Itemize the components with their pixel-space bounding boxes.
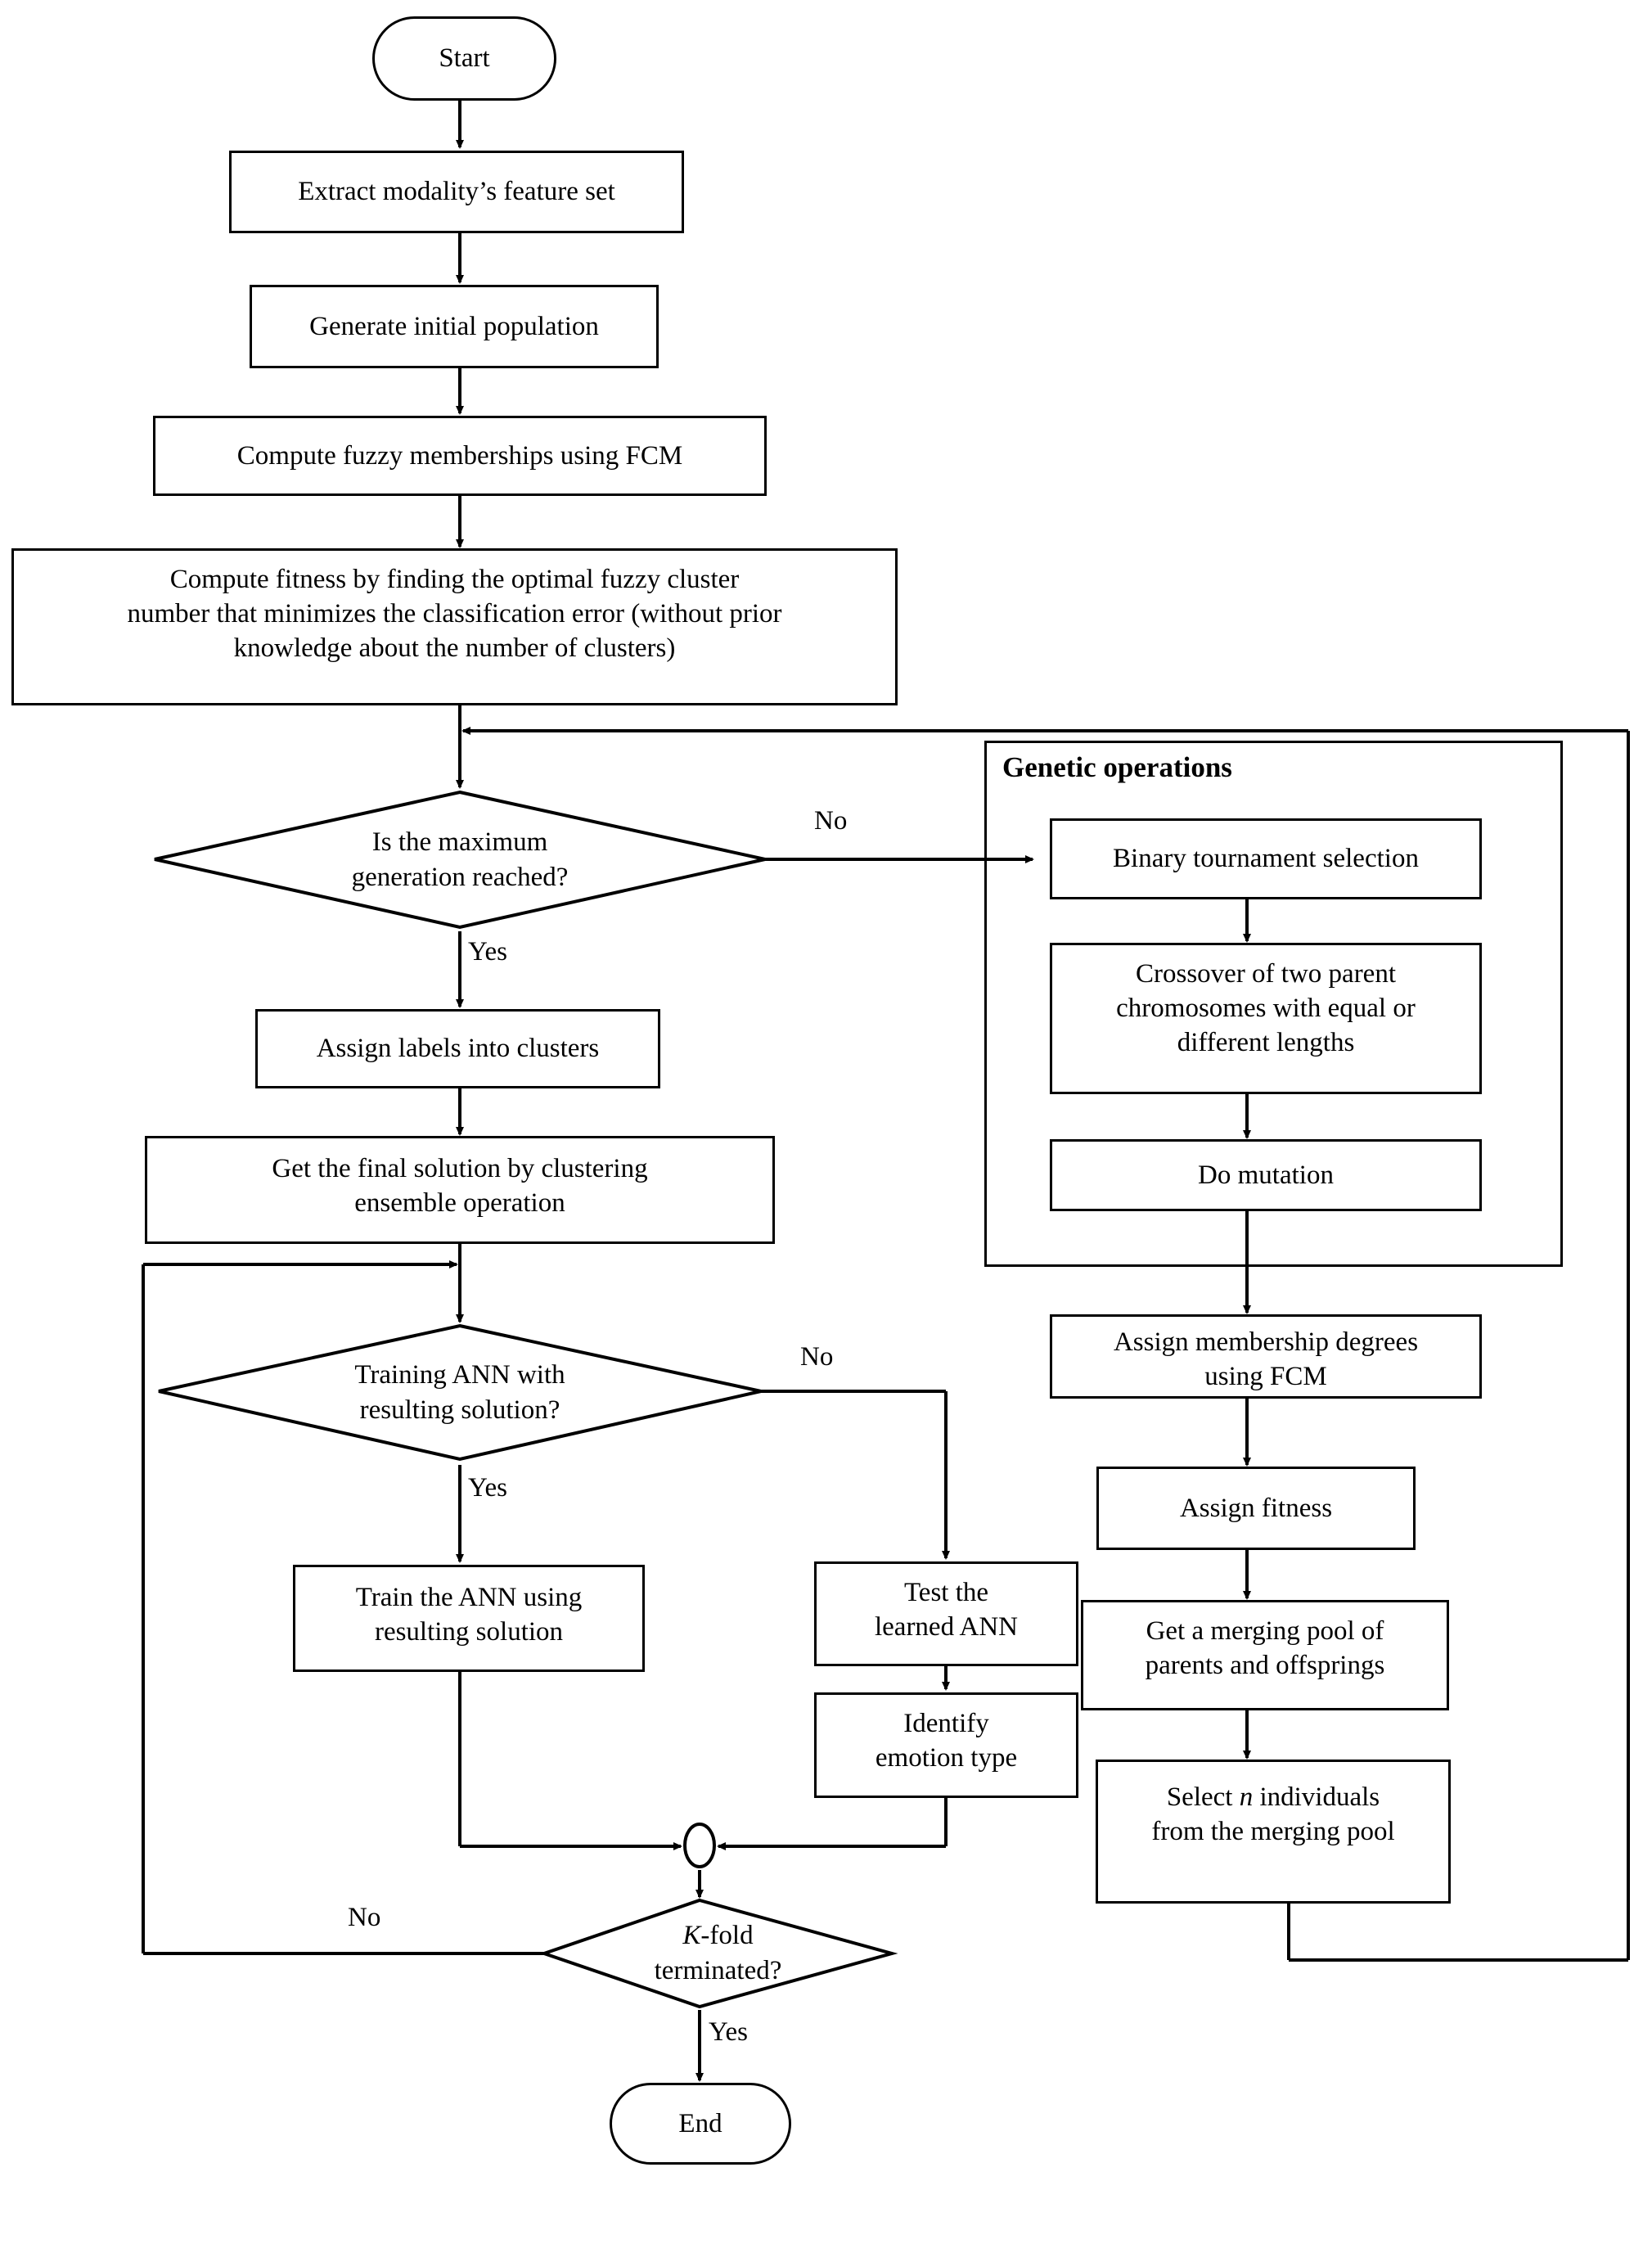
edge-label-maxgen-no: No bbox=[814, 806, 848, 836]
group-genetic-operations bbox=[984, 741, 1563, 1267]
node-assign-fitness[interactable]: Assign fitness bbox=[1096, 1467, 1416, 1550]
node-assignmem-line2: using FCM bbox=[1204, 1362, 1327, 1392]
node-final-line2: ensemble operation bbox=[354, 1188, 565, 1219]
node-fcm-label: Compute fuzzy memberships using FCM bbox=[236, 440, 683, 471]
group-genetic-operations-title: Genetic operations bbox=[1002, 751, 1232, 783]
node-test-line2: learned ANN bbox=[874, 1612, 1019, 1642]
diamond-max-gen-label: Is the maximum generation reached? bbox=[155, 792, 765, 927]
node-extract-feature-set[interactable]: Extract modality’s feature set bbox=[229, 151, 684, 233]
node-select-post: individuals bbox=[1253, 1782, 1380, 1812]
node-assignmem-line1: Assign membership degrees bbox=[1113, 1327, 1419, 1357]
node-compute-fuzzy-memberships[interactable]: Compute fuzzy memberships using FCM bbox=[153, 416, 767, 496]
node-select-n: n bbox=[1239, 1782, 1254, 1812]
node-identify-line2: emotion type bbox=[875, 1743, 1018, 1773]
diamond-kfold-label: K-fold terminated? bbox=[544, 1900, 892, 2007]
node-do-mutation[interactable]: Do mutation bbox=[1050, 1139, 1482, 1211]
node-trainq-line2: resulting solution? bbox=[359, 1395, 560, 1425]
node-maxgen-line1: Is the maximum bbox=[371, 827, 548, 857]
node-trainq-line1: Training ANN with bbox=[354, 1359, 565, 1390]
node-assign-membership-degrees[interactable]: Assign membership degrees using FCM bbox=[1050, 1314, 1482, 1399]
node-end[interactable]: End bbox=[610, 2083, 791, 2165]
node-crossover-line2: chromosomes with equal or bbox=[1116, 994, 1416, 1024]
node-fitness-line2: number that minimizes the classification… bbox=[127, 599, 782, 629]
node-compute-fitness[interactable]: Compute fitness by finding the optimal f… bbox=[11, 548, 898, 705]
node-final-line1: Get the final solution by clustering bbox=[272, 1154, 648, 1183]
node-assign-labels[interactable]: Assign labels into clusters bbox=[255, 1009, 660, 1088]
merge-junction-circle bbox=[683, 1823, 716, 1868]
node-end-label: End bbox=[678, 2108, 722, 2138]
node-train-ann-question[interactable]: Training ANN with resulting solution? bbox=[159, 1326, 761, 1459]
node-select-pre: Select bbox=[1166, 1782, 1240, 1812]
node-final-solution[interactable]: Get the final solution by clustering ens… bbox=[145, 1136, 775, 1244]
edge-label-kfold-yes: Yes bbox=[709, 2017, 749, 2047]
node-crossover-line3: different lengths bbox=[1177, 1028, 1355, 1058]
node-selection-label: Binary tournament selection bbox=[1113, 844, 1419, 874]
node-train-ann[interactable]: Train the ANN using resulting solution bbox=[293, 1565, 645, 1672]
edge-label-trainq-no: No bbox=[800, 1342, 834, 1372]
node-generate-population[interactable]: Generate initial population bbox=[250, 285, 659, 368]
node-binary-tournament-selection[interactable]: Binary tournament selection bbox=[1050, 818, 1482, 899]
node-kfold-question[interactable]: K-fold terminated? bbox=[544, 1900, 892, 2007]
node-kfold-line1: K-fold bbox=[655, 1918, 782, 1953]
node-start-label: Start bbox=[439, 43, 490, 74]
node-crossover[interactable]: Crossover of two parent chromosomes with… bbox=[1050, 943, 1482, 1094]
node-kfold-fold: -fold bbox=[700, 1921, 754, 1951]
node-mutation-label: Do mutation bbox=[1198, 1160, 1334, 1190]
node-select-n-individuals[interactable]: Select n individuals from the merging po… bbox=[1096, 1760, 1451, 1904]
node-crossover-line1: Crossover of two parent bbox=[1135, 959, 1396, 989]
node-pool-line2: parents and offsprings bbox=[1145, 1651, 1385, 1681]
node-identify-line1: Identify bbox=[903, 1709, 989, 1738]
node-generate-label: Generate initial population bbox=[309, 311, 599, 341]
node-assign-fitness-label: Assign fitness bbox=[1179, 1493, 1333, 1523]
node-kfold-k: K bbox=[682, 1921, 701, 1951]
node-max-generation-question[interactable]: Is the maximum generation reached? bbox=[155, 792, 765, 927]
node-assign-labels-label: Assign labels into clusters bbox=[316, 1034, 600, 1064]
node-identify-emotion[interactable]: Identify emotion type bbox=[814, 1692, 1078, 1798]
edge-label-kfold-no: No bbox=[348, 1903, 381, 1932]
node-trainann-line1: Train the ANN using bbox=[355, 1583, 583, 1612]
node-test-line1: Test the bbox=[903, 1578, 989, 1607]
node-fitness-line3: knowledge about the number of clusters) bbox=[233, 633, 676, 664]
node-trainann-line2: resulting solution bbox=[374, 1617, 564, 1647]
edge-label-maxgen-yes: Yes bbox=[468, 937, 508, 967]
node-merging-pool[interactable]: Get a merging pool of parents and offspr… bbox=[1081, 1600, 1449, 1710]
node-select-line2: from the merging pool bbox=[1151, 1817, 1395, 1847]
node-test-learned-ann[interactable]: Test the learned ANN bbox=[814, 1561, 1078, 1666]
node-select-line1: Select n individuals bbox=[1151, 1780, 1394, 1814]
node-fitness-line1: Compute fitness by finding the optimal f… bbox=[169, 565, 740, 594]
node-start[interactable]: Start bbox=[372, 16, 556, 101]
node-maxgen-line2: generation reached? bbox=[351, 862, 569, 892]
node-extract-label: Extract modality’s feature set bbox=[298, 177, 615, 207]
edge-label-trainq-yes: Yes bbox=[468, 1473, 508, 1503]
node-pool-line1: Get a merging pool of bbox=[1146, 1616, 1384, 1646]
diamond-train-ann-label: Training ANN with resulting solution? bbox=[159, 1326, 761, 1459]
node-kfold-line2: terminated? bbox=[654, 1956, 782, 1985]
